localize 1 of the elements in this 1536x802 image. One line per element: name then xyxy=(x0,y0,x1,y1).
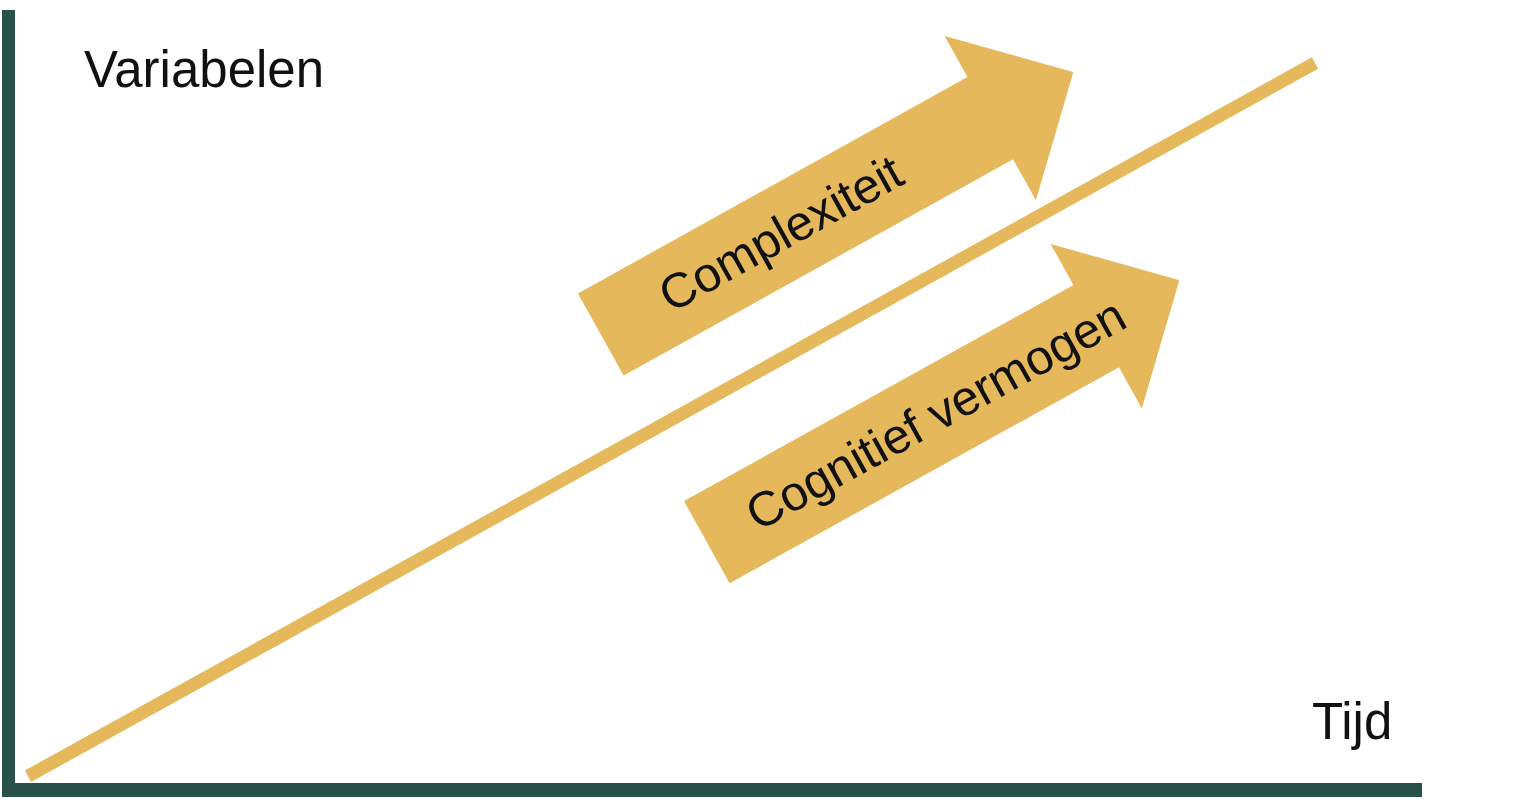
axis-label: Variabelen xyxy=(84,44,325,95)
